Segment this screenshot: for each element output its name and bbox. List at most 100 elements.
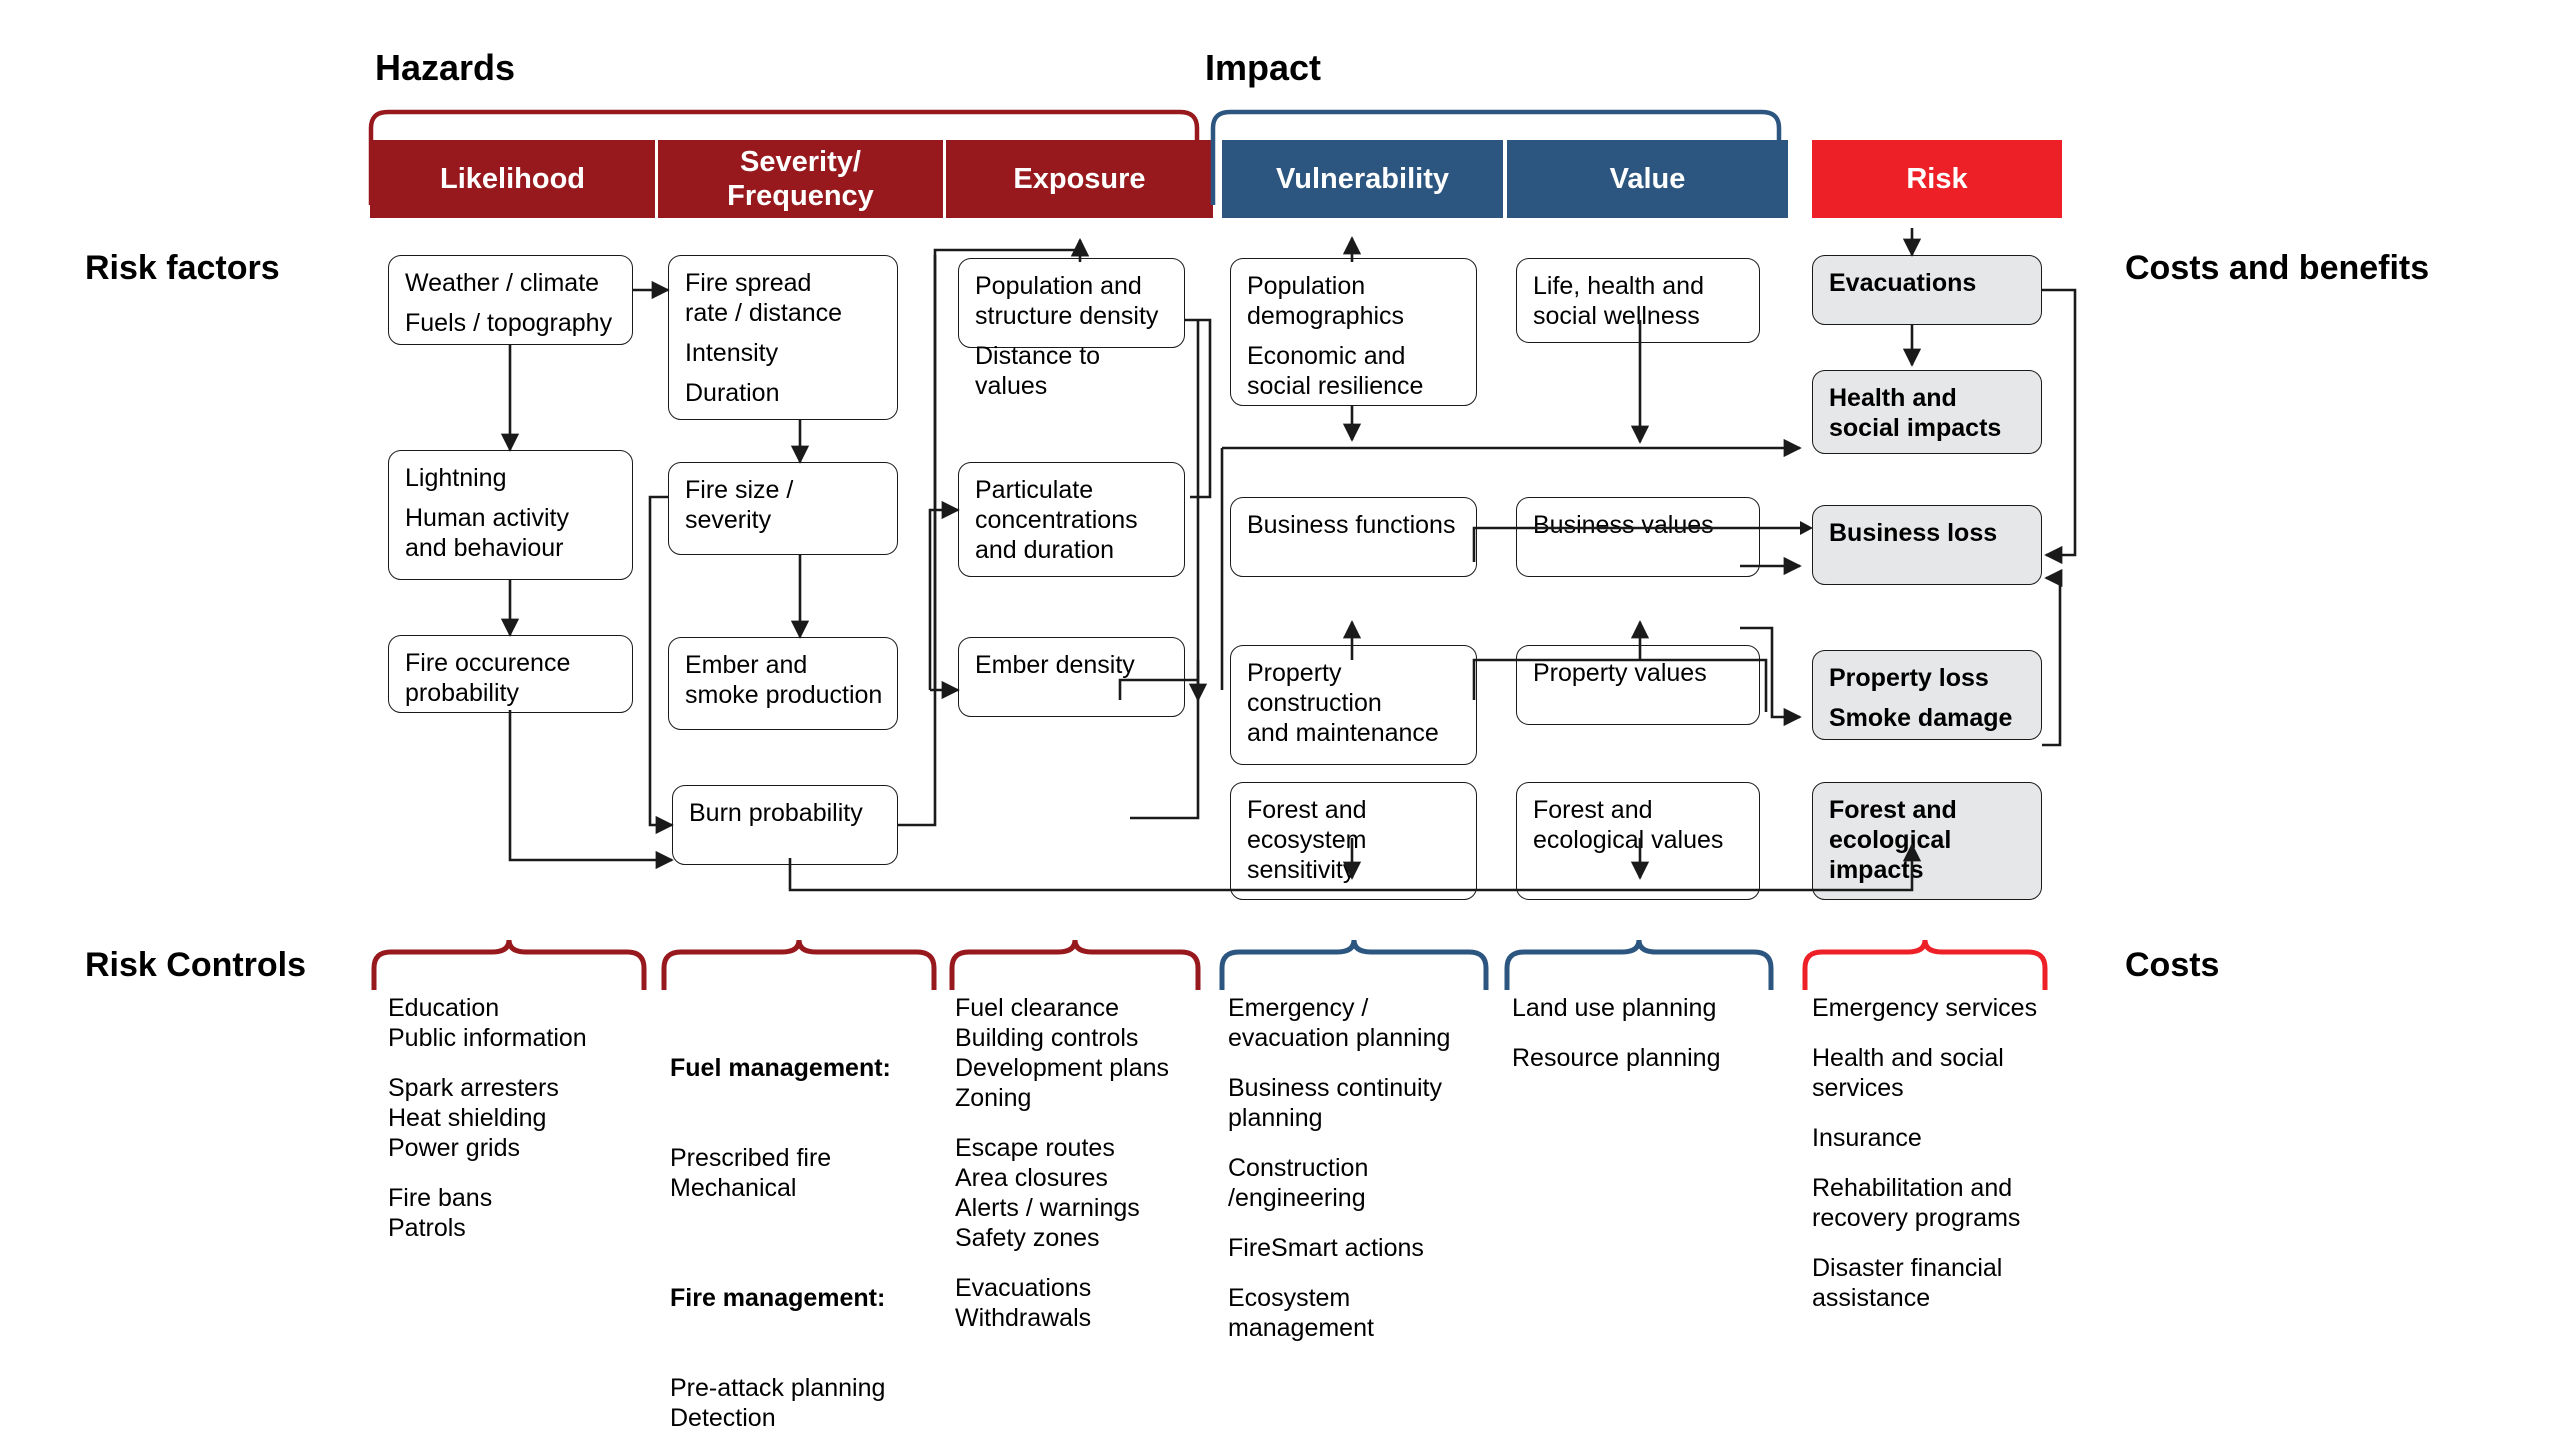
control-item: Fire bans Patrols	[388, 1184, 493, 1242]
node-line: Fuels / topography	[405, 309, 613, 337]
header-label: Value	[1609, 163, 1686, 195]
controls-likelihood: Education Public information Spark arres…	[388, 993, 638, 1243]
node-health-social-impacts: Health and social impacts	[1812, 370, 2042, 454]
node-particulate: Particulate concentrations and duration	[958, 462, 1185, 577]
control-item: Emergency services	[1812, 994, 2038, 1022]
control-item: Land use planning	[1512, 994, 1717, 1022]
node-burn-probability: Burn probability	[672, 785, 898, 865]
node-line: Evacuations	[1829, 269, 1977, 297]
node-fire-size: Fire size / severity	[668, 462, 898, 555]
node-forest-impacts: Forest and ecological impacts	[1812, 782, 2042, 900]
brace-impact	[1210, 109, 1782, 205]
control-item: Construction /engineering	[1228, 1154, 1369, 1212]
header-label: Risk	[1906, 163, 1968, 195]
node-line: Health and social impacts	[1829, 384, 2002, 442]
column-header-severity-frequency: Severity/ Frequency	[658, 140, 943, 218]
controls-exposure: Fuel clearance Building controls Develop…	[955, 993, 1205, 1333]
brace-value-controls	[1504, 939, 1774, 990]
control-item: Insurance	[1812, 1124, 1922, 1152]
node-forest-values: Forest and ecological values	[1516, 782, 1760, 900]
control-item: Evacuations Withdrawals	[955, 1274, 1092, 1332]
node-line: Burn probability	[689, 799, 863, 827]
node-ember-smoke: Ember and smoke production	[668, 637, 898, 730]
node-weather: Weather / climate Fuels / topography	[388, 255, 633, 345]
node-line: Life, health and social wellness	[1533, 272, 1704, 330]
header-label: Exposure	[1013, 163, 1146, 195]
node-line: Property values	[1533, 659, 1707, 687]
header-label: Severity/ Frequency	[727, 146, 874, 212]
brace-exposure-controls	[949, 939, 1201, 990]
control-item: Emergency / evacuation planning	[1228, 994, 1451, 1052]
node-line: Ember and smoke production	[685, 651, 883, 709]
node-line: Property construction and maintenance	[1247, 659, 1439, 747]
group-label-hazards: Hazards	[375, 47, 516, 88]
node-property-construction: Property construction and maintenance	[1230, 645, 1477, 765]
node-line: Fire size / severity	[685, 476, 794, 534]
node-line: Smoke damage	[1829, 704, 2013, 732]
node-business-loss: Business loss	[1812, 505, 2042, 585]
node-forest-sensitivity: Forest and ecosystem sensitivity	[1230, 782, 1477, 900]
node-line: Human activity and behaviour	[405, 504, 569, 562]
node-line: Intensity	[685, 339, 779, 367]
node-line: Business values	[1533, 511, 1714, 539]
controls-value: Land use planning Resource planning	[1512, 993, 1767, 1073]
node-line: Forest and ecosystem sensitivity	[1247, 796, 1367, 884]
node-evacuations: Evacuations	[1812, 255, 2042, 325]
control-item: FireSmart actions	[1228, 1234, 1424, 1262]
side-label-costs: Costs	[2125, 946, 2220, 984]
node-line: Forest and ecological values	[1533, 796, 1724, 854]
node-property-values: Property values	[1516, 645, 1760, 725]
side-label-risk-controls: Risk Controls	[85, 946, 307, 984]
node-line: Duration	[685, 379, 780, 407]
column-header-likelihood: Likelihood	[370, 140, 655, 218]
node-ember-density: Ember density	[958, 637, 1185, 717]
node-line: Particulate concentrations and duration	[975, 476, 1138, 564]
control-item: Resource planning	[1512, 1044, 1721, 1072]
control-item: Spark arresters Heat shielding Power gri…	[388, 1074, 559, 1162]
control-heading: Fire management:	[670, 1284, 886, 1312]
controls-severity: Fuel management: Prescribed fire Mechani…	[670, 993, 920, 1436]
brace-vulnerability-controls	[1219, 939, 1489, 990]
control-item: Rehabilitation and recovery programs	[1812, 1174, 2021, 1232]
control-heading: Fuel management:	[670, 1054, 891, 1082]
header-label: Likelihood	[440, 163, 585, 195]
control-item: Health and social services	[1812, 1044, 2004, 1102]
brace-risk-controls	[1802, 939, 2048, 990]
node-fire-spread: Fire spread rate / distance Intensity Du…	[668, 255, 898, 420]
controls-risk: Emergency services Health and social ser…	[1812, 993, 2062, 1313]
node-ignition: Lightning Human activity and behaviour	[388, 450, 633, 580]
node-line: Weather / climate	[405, 269, 600, 297]
brace-severity-controls	[661, 939, 937, 990]
brace-hazards	[368, 109, 1200, 205]
node-line: Population demographics	[1247, 272, 1405, 330]
control-item: Ecosystem management	[1228, 1284, 1374, 1342]
brace-likelihood-controls	[371, 939, 647, 990]
column-header-value: Value	[1507, 140, 1788, 218]
node-life-health: Life, health and social wellness	[1516, 258, 1760, 343]
node-business-functions: Business functions	[1230, 497, 1477, 577]
control-item: Prescribed fire Mechanical	[670, 1144, 832, 1202]
node-line: Lightning	[405, 464, 507, 492]
node-line: Population and structure density	[975, 272, 1159, 330]
control-item: Education Public information	[388, 994, 587, 1052]
controls-vulnerability: Emergency / evacuation planning Business…	[1228, 993, 1483, 1343]
control-item: Business continuity planning	[1228, 1074, 1443, 1132]
control-item: Fuel clearance Building controls Develop…	[955, 994, 1170, 1112]
node-line: Distance to values	[975, 342, 1101, 400]
node-population-demographics: Population demographics Economic and soc…	[1230, 258, 1477, 406]
node-line: Business loss	[1829, 519, 1998, 547]
node-property-loss: Property loss Smoke damage	[1812, 650, 2042, 740]
side-label-risk-factors: Risk factors	[85, 249, 280, 287]
control-item: Escape routes Area closures Alerts / war…	[955, 1134, 1140, 1252]
control-item: Pre-attack planning Detection	[670, 1374, 886, 1432]
node-line: Fire occurence probability	[405, 649, 571, 707]
side-label-costs-and-benefits: Costs and benefits	[2125, 249, 2430, 287]
node-line: Business functions	[1247, 511, 1456, 539]
group-label-impact: Impact	[1205, 47, 1322, 88]
node-line: Property loss	[1829, 664, 1989, 692]
node-line: Ember density	[975, 651, 1135, 679]
column-header-risk: Risk	[1812, 140, 2062, 218]
